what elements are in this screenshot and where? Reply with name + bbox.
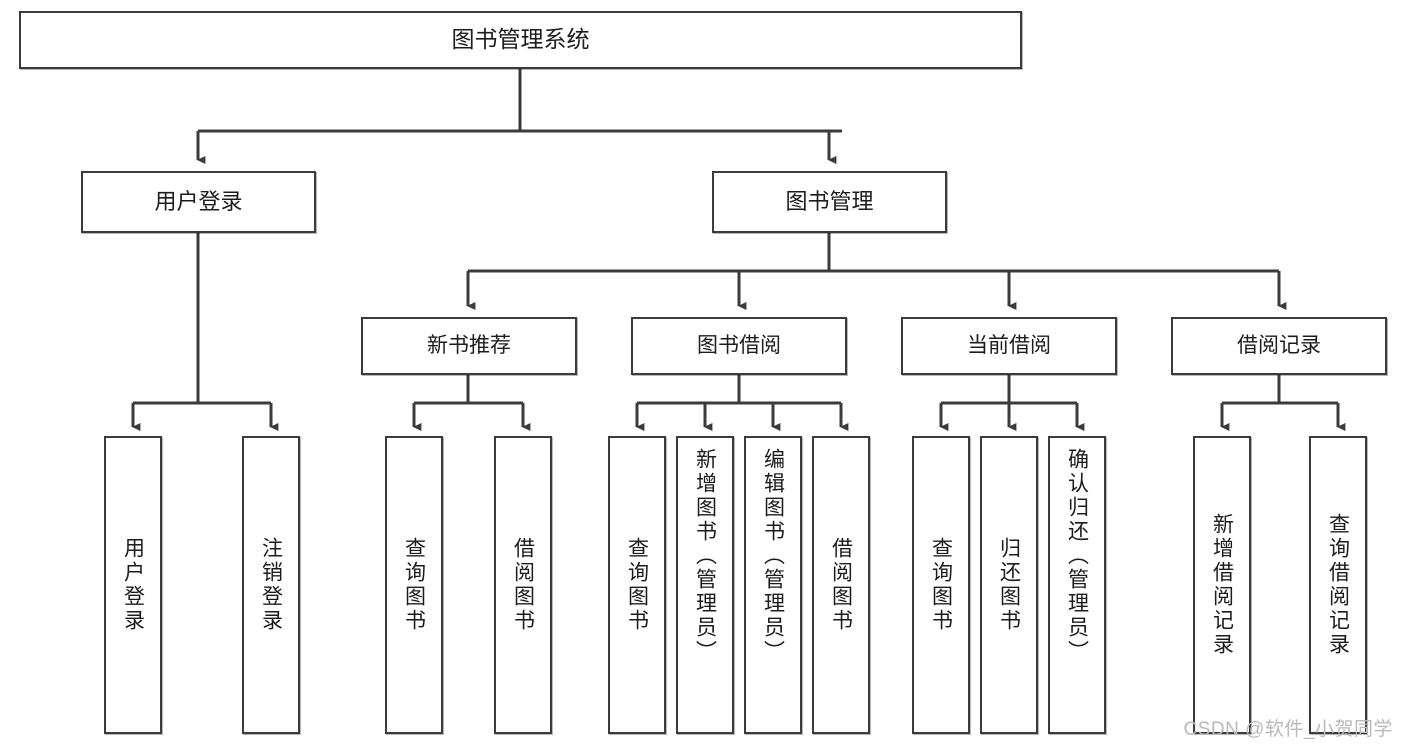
node-label: 查询图书 [929, 537, 953, 633]
leaf-confirm-return[interactable]: 确认归还（管理员） [1048, 436, 1106, 734]
node-label: 图书管理 [785, 189, 874, 215]
node-new-book-recommend[interactable]: 新书推荐 [361, 317, 577, 375]
leaf-add-record[interactable]: 新增借阅记录 [1193, 436, 1251, 734]
node-book-management[interactable]: 图书管理 [712, 171, 947, 233]
node-label: 注销登录 [259, 537, 283, 633]
node-label: 查询图书 [625, 537, 649, 633]
leaf-query-record[interactable]: 查询借阅记录 [1309, 436, 1367, 734]
leaf-query-book-2[interactable]: 查询图书 [608, 436, 666, 734]
node-label: 借阅图书 [829, 537, 853, 633]
leaf-borrow-book-1[interactable]: 借阅图书 [494, 436, 552, 734]
node-borrow-record[interactable]: 借阅记录 [1171, 317, 1387, 375]
node-label: 当前借阅 [967, 333, 1051, 357]
leaf-edit-book[interactable]: 编辑图书（管理员） [744, 436, 802, 734]
node-label: 归还图书 [997, 537, 1021, 633]
leaf-add-book[interactable]: 新增图书（管理员） [676, 436, 734, 734]
node-label: 编辑图书（管理员） [761, 448, 785, 664]
leaf-user-login[interactable]: 用户登录 [104, 436, 162, 734]
leaf-query-book-1[interactable]: 查询图书 [385, 436, 443, 734]
node-label: 新书推荐 [427, 333, 511, 357]
node-current-borrow[interactable]: 当前借阅 [901, 317, 1117, 375]
node-label: 用户登录 [121, 537, 145, 633]
node-label: 新增借阅记录 [1210, 513, 1234, 657]
node-label: 确认归还（管理员） [1065, 448, 1089, 664]
leaf-query-book-3[interactable]: 查询图书 [912, 436, 970, 734]
leaf-logout-login[interactable]: 注销登录 [242, 436, 300, 734]
node-label: 图书借阅 [697, 333, 781, 357]
leaf-return-book[interactable]: 归还图书 [980, 436, 1038, 734]
node-root-book-management-system[interactable]: 图书管理系统 [19, 11, 1022, 69]
node-label: 图书管理系统 [451, 26, 590, 53]
node-user-login[interactable]: 用户登录 [81, 171, 316, 233]
node-label: 借阅图书 [511, 537, 535, 633]
node-label: 用户登录 [154, 189, 243, 215]
node-book-borrow[interactable]: 图书借阅 [631, 317, 847, 375]
node-label: 新增图书（管理员） [693, 448, 717, 664]
node-label: 借阅记录 [1237, 333, 1321, 357]
node-label: 查询借阅记录 [1326, 513, 1350, 657]
leaf-borrow-book-2[interactable]: 借阅图书 [812, 436, 870, 734]
node-label: 查询图书 [402, 537, 426, 633]
